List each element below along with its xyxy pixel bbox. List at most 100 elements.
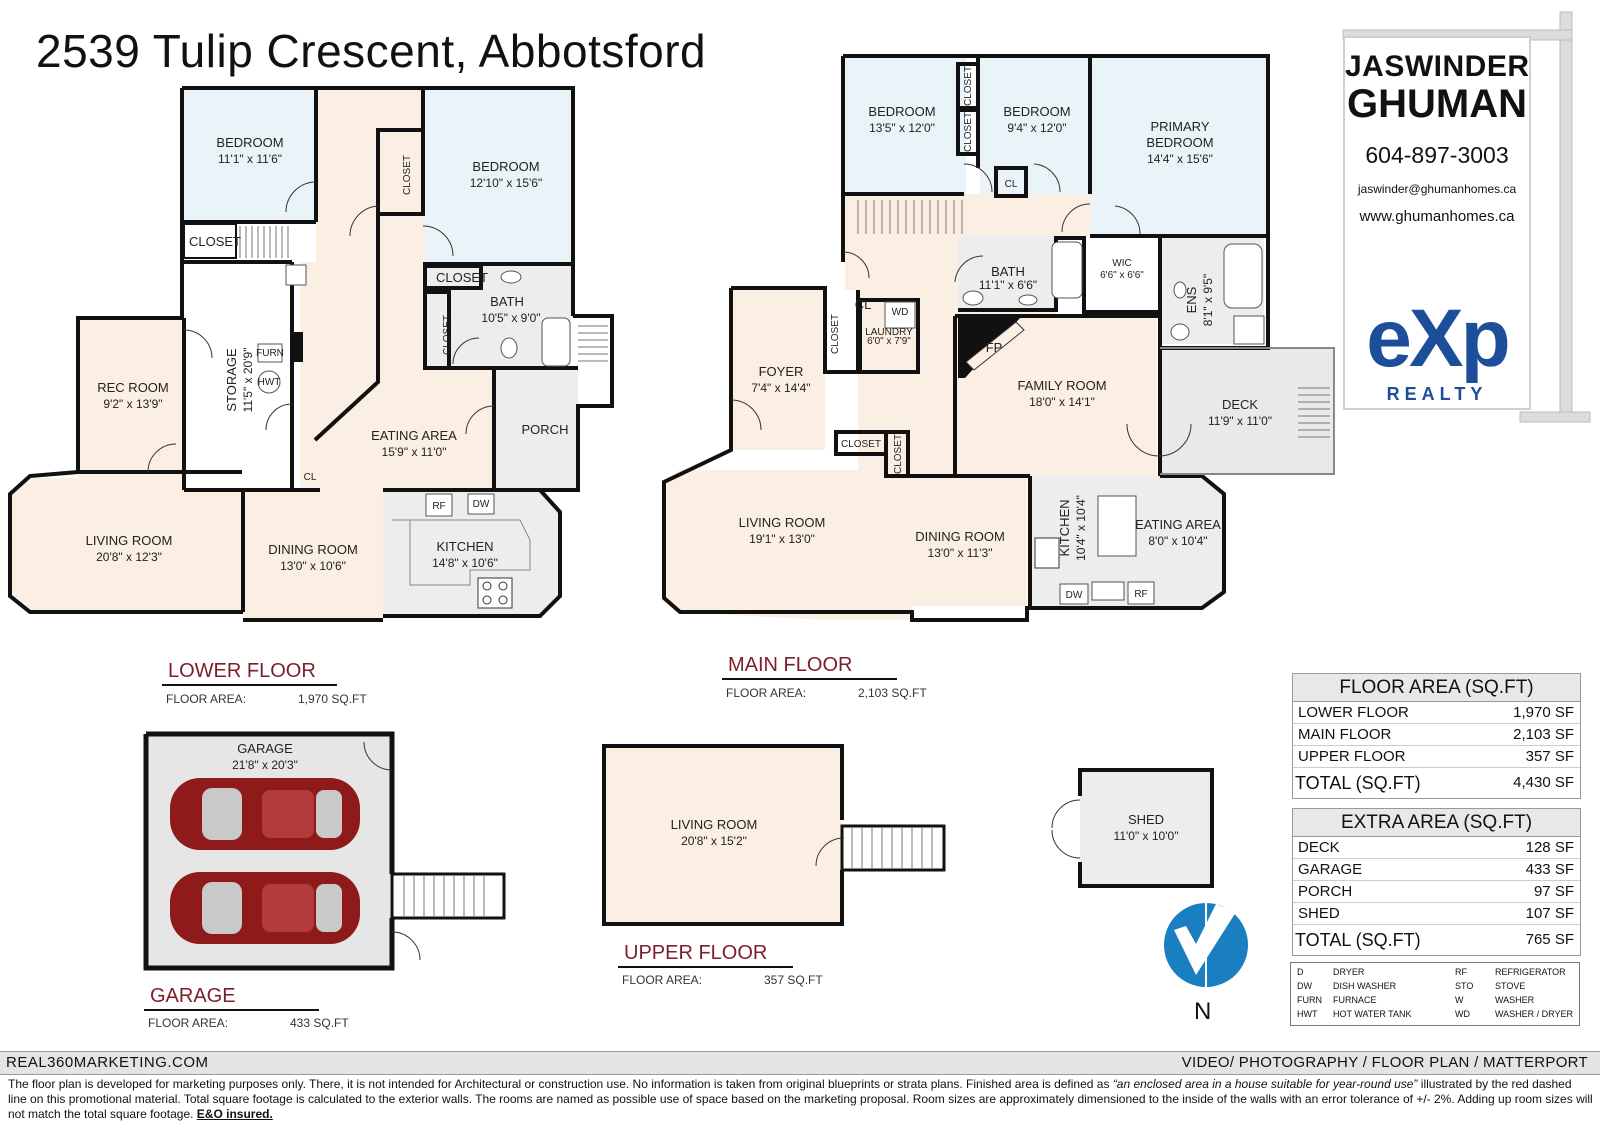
sink-icon [500,270,522,284]
main-deck-fill [1160,348,1334,474]
lower-floor-area: FLOOR AREA: 1,970 SQ.FT [166,692,386,706]
main-foyer-fill [731,288,825,450]
main-dining-label: DINING ROOM [915,529,1005,544]
garage-floor-underline [144,1009,319,1011]
agent-email: jaswinder@ghumanhomes.ca [1357,182,1517,196]
wic-label: WIC [1112,258,1131,269]
footer-services: VIDEO/ PHOTOGRAPHY / FLOOR PLAN / MATTER… [1181,1054,1588,1071]
floor-area-value: 433 SQ.FT [290,1016,349,1030]
lower-closet-label: CLOSET [189,234,241,249]
main-stairs [857,200,963,234]
main-laundry-wall [858,298,920,374]
footer-website: REAL360MARKETING.COM [6,1054,209,1071]
lower-rec-dim: 9'2" x 13'9" [103,397,162,411]
shed-fill [1080,770,1212,886]
fridge-icon [425,493,453,517]
garage-wall [143,734,395,971]
floor-area-label: FLOOR AREA: [166,692,247,706]
exp-logo: eXp [1366,293,1510,384]
garage-plan: GARAGE 21'8" x 20'3" [143,731,506,971]
main-living-dim: 19'1" x 13'0" [749,532,815,546]
upper-stairs-box [840,824,946,872]
porch-label: PORCH [522,422,569,437]
door-swing [147,443,177,473]
page-title: 2539 Tulip Crescent, Abbotsford [36,25,707,77]
floor-area-value: 357 SQ.FT [764,973,823,987]
lower-closet-label: CLOSET [442,315,453,355]
main-eating-dim: 8'0" x 10'4" [1148,534,1207,548]
legend-code: RF [1455,967,1467,977]
floor-area-value: 1,970 SQ.FT [298,692,367,706]
lower-bedroom1-label: BEDROOM [216,135,283,150]
garage-dim: 21'8" x 20'3" [232,758,298,772]
lower-closet-wall [423,264,483,290]
sink-icon [285,264,307,286]
lower-stairs [239,226,289,258]
exp-realty-text: REALTY [1386,384,1488,404]
lower-closet-box [183,223,237,259]
garage-stairs-box [390,872,506,920]
door-swing [452,337,480,365]
legend-meaning: DISH WASHER [1333,981,1397,991]
deck-railing [1160,347,1335,475]
washer-dryer-label: WD [892,307,909,318]
dishwasher-label: DW [473,499,490,510]
legend-meaning: FURNACE [1333,995,1377,1005]
toilet-icon [1170,323,1190,341]
main-cl-label: CL [1005,179,1018,190]
upper-living-dim: 20'8" x 15'2" [681,834,747,848]
lower-wall [383,488,562,618]
ens-label: ENS [1184,286,1199,313]
legend-meaning: STOVE [1495,981,1526,991]
north-compass-icon [1164,903,1248,990]
door-swing [391,931,421,961]
main-closet-label: CLOSET [963,112,974,152]
lower-dining-dim: 13'0" x 10'6" [280,559,346,573]
chimney-block [293,332,303,362]
main-floor-plan: BEDROOM 13'5" x 12'0" BEDROOM 9'4" x 12'… [662,54,1335,622]
legend-code: W [1455,995,1464,1005]
north-label: N [1194,998,1212,1025]
lower-closet-wall [376,128,425,216]
door-swing [349,205,379,237]
main-wall [662,288,1226,622]
garage-floor-area: FLOOR AREA: 433 SQ.FT [148,1016,368,1030]
burner-icon [482,595,492,605]
lower-porch-fill [494,370,578,490]
fridge-label: RF [1134,589,1147,600]
main-bedroom1-dim: 13'5" x 12'0" [869,121,935,135]
fireplace-hearth [965,321,1025,371]
garage-wall [146,731,395,874]
car-icon [170,778,360,850]
door-swing [285,181,317,213]
lower-bedroom1-fill [184,90,316,222]
lower-closet-label: CLOSET [436,270,488,285]
door-swing [1114,205,1141,235]
shower-icon [1233,315,1265,345]
floor-area-value: 2,103 SQ.FT [858,686,927,700]
garage-stairs [403,876,485,916]
lower-closet-wall [423,290,451,370]
floor-area-total: TOTAL (SQ.FT)4,430 SF [1295,773,1574,793]
main-closet-wall [956,108,980,156]
main-bedroom1-fill [845,58,966,194]
disclaimer-text: illustrated by the red dashed line on th… [8,1077,1593,1121]
door-swing [265,403,293,431]
main-bath-dim: 11'1" x 6'6" [979,278,1037,292]
agent-last-name: GHUMAN [1347,82,1527,126]
fridge-icon [1127,581,1155,605]
deck-dim: 11'9" x 11'0" [1208,414,1272,428]
deck-label: DECK [1222,397,1258,412]
upper-floor-area: FLOOR AREA: 357 SQ.FT [622,973,842,987]
main-floor-underline [722,678,897,680]
lower-floor-title: LOWER FLOOR [168,660,316,682]
lower-bath-label: BATH [490,294,524,309]
door-swing [1126,423,1192,457]
burner-icon [498,595,508,605]
family-room-dim: 18'0" x 14'1" [1029,395,1095,409]
